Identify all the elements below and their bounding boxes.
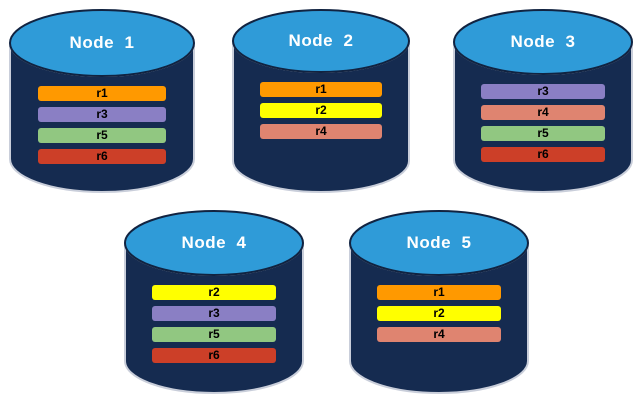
replica-r3[interactable]: r3 (38, 107, 166, 122)
replica-r2[interactable]: r2 (260, 103, 382, 118)
node-5-replica-list: r1 r2 r4 (348, 285, 530, 342)
replica-r3[interactable]: r3 (152, 306, 276, 321)
replica-r6[interactable]: r6 (481, 147, 605, 162)
replica-r5[interactable]: r5 (481, 126, 605, 141)
replica-r2[interactable]: r2 (377, 306, 501, 321)
node-4-replica-list: r2 r3 r5 r6 (123, 285, 305, 363)
replica-r1[interactable]: r1 (38, 86, 166, 101)
replica-r5[interactable]: r5 (152, 327, 276, 342)
cylinder-top-disc (453, 9, 633, 75)
node-2-replica-list: r1 r2 r4 (231, 82, 411, 139)
replica-r5[interactable]: r5 (38, 128, 166, 143)
replica-r4[interactable]: r4 (481, 105, 605, 120)
cylinder-top-disc (349, 210, 529, 276)
cylinder-top-disc (9, 9, 195, 77)
replica-r4[interactable]: r4 (260, 124, 382, 139)
node-1-replica-list: r1 r3 r5 r6 (8, 86, 196, 164)
replica-r6[interactable]: r6 (152, 348, 276, 363)
cylinder-top-disc (232, 9, 410, 73)
cylinder-top-disc (124, 210, 304, 276)
replica-r6[interactable]: r6 (38, 149, 166, 164)
replica-r1[interactable]: r1 (377, 285, 501, 300)
replica-r4[interactable]: r4 (377, 327, 501, 342)
replica-r2[interactable]: r2 (152, 285, 276, 300)
replica-r3[interactable]: r3 (481, 84, 605, 99)
replica-r1[interactable]: r1 (260, 82, 382, 97)
node-3-replica-list: r3 r4 r5 r6 (452, 84, 634, 162)
